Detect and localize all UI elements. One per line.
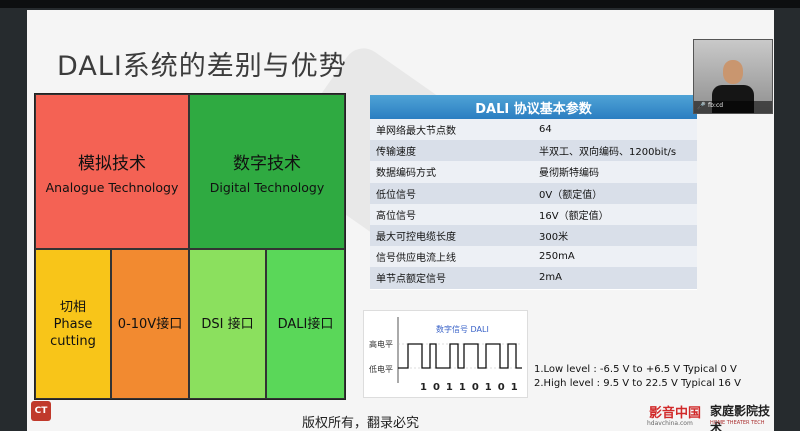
- home-theater-logo: 家庭影院技术: [710, 402, 774, 431]
- copyright-text: 版权所有，翻录必究: [302, 412, 419, 431]
- analog-cn-label: 模拟技术: [78, 149, 146, 174]
- signal-diagram: 数字信号 DALI 高电平 低电平 10110101: [363, 310, 528, 398]
- home-theater-sub: HOME THEATER TECH: [710, 420, 765, 426]
- param-value: 曼彻斯特编码: [537, 164, 697, 179]
- param-value: 16V（额定值）: [537, 207, 697, 222]
- param-value: 2mA: [537, 272, 697, 283]
- dali-label: DALI接口: [278, 316, 334, 333]
- param-key: 单节点额定信号: [370, 270, 537, 285]
- video-thumbnail[interactable]: 🎤 fb:cd: [693, 39, 773, 114]
- cell-dsi: DSI 接口: [189, 249, 266, 399]
- signal-levels-text: 1.Low level : -6.5 V to +6.5 V Typical 0…: [534, 363, 741, 391]
- technology-grid: 模拟技术 Analogue Technology 数字技术 Digital Te…: [34, 93, 346, 400]
- dsi-label: DSI 接口: [201, 316, 253, 333]
- param-value: 300米: [537, 228, 697, 243]
- cell-analogue-technology: 模拟技术 Analogue Technology: [35, 94, 189, 249]
- param-value: 64: [537, 124, 697, 135]
- param-key: 信号供应电流上线: [370, 249, 537, 264]
- cell-dali: DALI接口: [266, 249, 345, 399]
- camera-participant-name: fb:cd: [708, 102, 723, 109]
- param-key: 数据编码方式: [370, 164, 537, 179]
- microphone-icon[interactable]: 🎤: [697, 102, 706, 110]
- slide-title: DALI系统的差别与优势: [57, 44, 347, 83]
- high-level-text: 2.High level : 9.5 V to 22.5 V Typical 1…: [534, 377, 741, 391]
- table-row: 数据编码方式曼彻斯特编码: [370, 161, 697, 182]
- param-key: 高位信号: [370, 207, 537, 222]
- param-value: 半双工、双向编码、1200bit/s: [537, 143, 697, 158]
- low-level-text: 1.Low level : -6.5 V to +6.5 V Typical 0…: [534, 363, 741, 377]
- param-key: 低位信号: [370, 186, 537, 201]
- phase-en-label: Phase cutting: [36, 316, 110, 350]
- analog-en-label: Analogue Technology: [46, 180, 179, 195]
- param-value: 0V（额定值）: [537, 186, 697, 201]
- phase-cn-label: 切相: [60, 299, 86, 316]
- param-key: 传输速度: [370, 143, 537, 158]
- hdavchina-logo: 影音中国: [649, 402, 701, 421]
- param-key: 单网络最大节点数: [370, 122, 537, 137]
- left-logo-icon: CT: [31, 401, 51, 421]
- ten-v-label: 0-10V接口: [118, 316, 182, 333]
- presentation-slide: DALI系统的差别与优势 模拟技术 Analogue Technology 数字…: [27, 10, 774, 431]
- cell-digital-technology: 数字技术 Digital Technology: [189, 94, 345, 249]
- param-key: 最大可控电缆长度: [370, 228, 537, 243]
- cell-0-10v: 0-10V接口: [111, 249, 189, 399]
- param-value: 250mA: [537, 251, 697, 262]
- camera-person-head: [723, 60, 743, 84]
- signal-bits: 10110101: [420, 382, 524, 393]
- table-row: 传输速度半双工、双向编码、1200bit/s: [370, 140, 697, 161]
- digital-en-label: Digital Technology: [210, 180, 325, 195]
- hdavchina-url: hdavchina.com: [647, 420, 693, 427]
- table-header: DALI 协议基本参数: [370, 95, 697, 119]
- digital-cn-label: 数字技术: [233, 149, 301, 174]
- top-bar: [0, 0, 800, 8]
- cell-phase-cutting: 切相 Phase cutting: [35, 249, 111, 399]
